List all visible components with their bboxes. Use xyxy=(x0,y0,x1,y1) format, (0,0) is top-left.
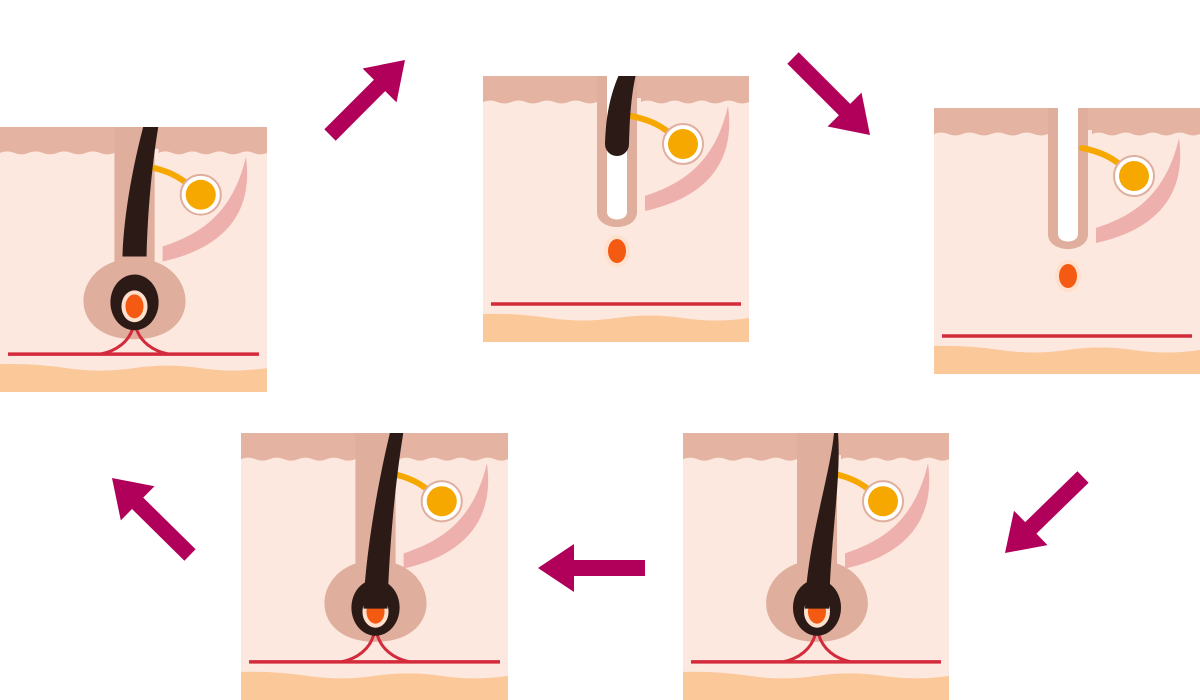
hair-shaft xyxy=(605,76,636,144)
epidermis-scallop-left xyxy=(241,451,356,461)
subcutaneous-layer xyxy=(0,363,267,392)
epidermis-left xyxy=(934,108,1054,130)
epidermis-right xyxy=(637,76,749,98)
sebaceous-gland xyxy=(1119,161,1149,191)
epidermis-left xyxy=(241,433,362,456)
hair-shaft xyxy=(805,433,839,609)
panel-stage-1 xyxy=(0,127,267,392)
sebaceous-gland xyxy=(868,486,898,517)
cycle-arrow-1 xyxy=(324,60,405,141)
sebaceous-gland xyxy=(668,129,698,159)
epidermis-scallop-left xyxy=(683,451,797,461)
arrector-pili-muscle xyxy=(645,106,730,211)
subcutaneous-layer xyxy=(683,671,949,700)
sebaceous-gland xyxy=(426,486,457,517)
arrector-pili-muscle xyxy=(403,463,489,569)
empty-follicle-canal xyxy=(1058,108,1078,242)
club-hair-bulb xyxy=(605,132,629,156)
hair-shaft xyxy=(122,127,159,257)
epidermis-right xyxy=(837,433,949,456)
epidermis-scallop-right xyxy=(1092,126,1200,136)
epidermis-scallop-right xyxy=(399,451,508,461)
subcutaneous-layer xyxy=(241,671,508,700)
panel-stage-4 xyxy=(683,433,949,700)
epidermis-right xyxy=(154,127,267,149)
arrector-pili-muscle xyxy=(162,156,248,262)
cycle-arrow-4 xyxy=(538,544,645,592)
cycle-arrow-2 xyxy=(787,52,870,135)
panel-stage-5 xyxy=(241,433,508,700)
epidermis-scallop-right xyxy=(158,144,267,155)
epidermis-left xyxy=(683,433,803,456)
panel-stage-2 xyxy=(483,76,749,342)
cycle-arrow-5 xyxy=(112,478,196,561)
panel-stage-3 xyxy=(934,108,1200,374)
dermal-papilla xyxy=(608,239,626,263)
hair-shaft xyxy=(363,433,404,609)
subcutaneous-layer xyxy=(934,345,1200,374)
arrector-pili-muscle xyxy=(845,463,930,569)
subcutaneous-layer xyxy=(483,313,749,342)
sebaceous-gland xyxy=(185,179,216,210)
epidermis-scallop-right xyxy=(641,94,749,104)
epidermis-scallop-left xyxy=(934,126,1048,136)
epidermis-right xyxy=(1088,108,1200,130)
epidermis-left xyxy=(483,76,603,98)
dermal-papilla xyxy=(1059,264,1077,288)
epidermis-scallop-right xyxy=(841,451,949,461)
epidermis-scallop-left xyxy=(483,94,597,104)
epidermis-right xyxy=(395,433,508,456)
dermal-papilla xyxy=(125,294,144,319)
cycle-arrow-3 xyxy=(1005,471,1089,553)
epidermis-left xyxy=(0,127,121,149)
arrector-pili-muscle xyxy=(1096,138,1181,243)
epidermis-scallop-left xyxy=(0,144,115,155)
